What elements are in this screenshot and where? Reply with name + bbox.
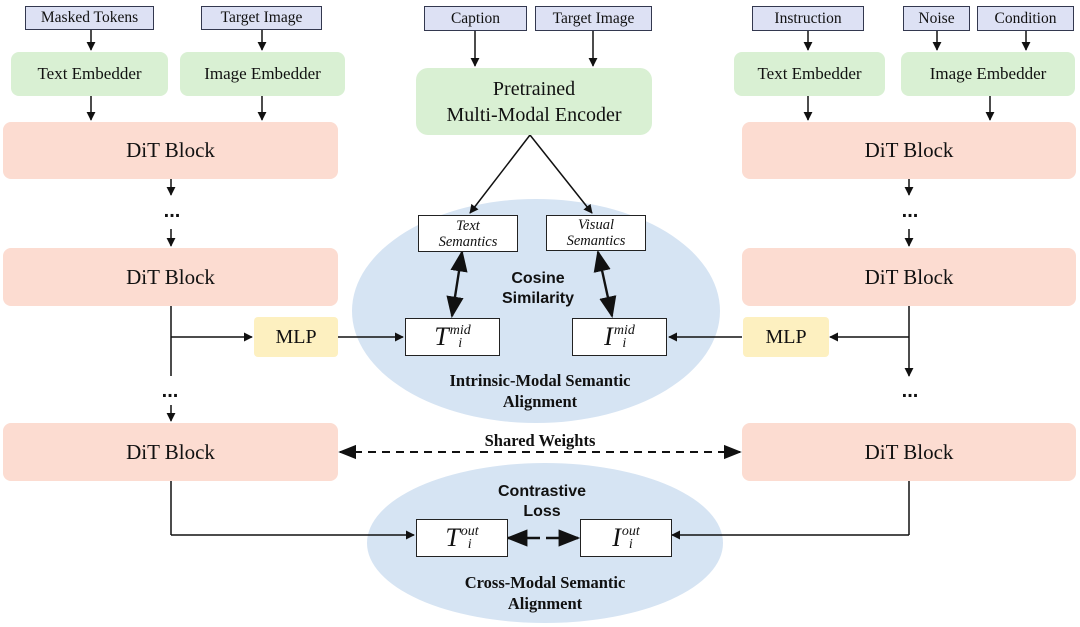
- right-dit-block-1: DiT Block: [742, 122, 1076, 179]
- visual-semantics-line-2: Semantics: [566, 233, 626, 249]
- text-semantics-line-1: Text: [456, 217, 480, 234]
- left-text-embedder: Text Embedder: [11, 52, 168, 96]
- right-ellipsis-1: ...: [901, 200, 919, 222]
- left-ellipsis-2: ...: [161, 380, 179, 402]
- shared-weights-label: Shared Weights: [484, 431, 596, 450]
- right-dit-block-3: DiT Block: [742, 423, 1076, 481]
- similarity-line: Similarity: [501, 290, 575, 307]
- intrinsic-line-2: Alignment: [502, 392, 578, 411]
- encoder-line-2: Multi-Modal Encoder: [446, 103, 622, 126]
- left-mlp: MLP: [254, 317, 338, 357]
- left-ellipsis-1: ...: [163, 200, 181, 222]
- loss-line: Loss: [523, 503, 561, 520]
- right-image-embedder: Image Embedder: [901, 52, 1075, 96]
- cosine-similarity-label: Cosine Similarity: [488, 269, 588, 309]
- text-semantics-line-2: Semantics: [438, 233, 498, 250]
- i-mid-base: I: [604, 322, 613, 351]
- intrinsic-line-1: Intrinsic-Modal Semantic: [449, 371, 631, 390]
- i-out-base: I: [612, 523, 621, 552]
- cross-alignment-label: Cross-Modal Semantic Alignment: [410, 572, 680, 614]
- t-out-base: T: [445, 523, 460, 552]
- right-ellipsis-2: ...: [901, 380, 919, 402]
- left-image-embedder: Image Embedder: [180, 52, 345, 96]
- noise-input: Noise: [903, 6, 970, 31]
- cross-line-2: Alignment: [507, 594, 583, 613]
- left-dit-block-2: DiT Block: [3, 248, 338, 306]
- visual-semantics-line-1: Visual: [578, 217, 614, 233]
- right-text-embedder: Text Embedder: [734, 52, 885, 96]
- intrinsic-alignment-label: Intrinsic-Modal Semantic Alignment: [400, 370, 680, 412]
- left-dit-block-1: DiT Block: [3, 122, 338, 179]
- visual-semantics-box: Visual Semantics: [546, 215, 646, 251]
- left-dit-block-3: DiT Block: [3, 423, 338, 481]
- contrastive-line: Contrastive: [497, 483, 587, 500]
- intrinsic-alignment-ellipse: [352, 199, 720, 423]
- left-target-image-input: Target Image: [201, 6, 322, 30]
- pretrained-multimodal-encoder: Pretrained Multi-Modal Encoder: [416, 68, 652, 135]
- encoder-line-1: Pretrained: [492, 77, 576, 100]
- cosine-line: Cosine: [511, 270, 565, 287]
- cross-alignment-ellipse: [367, 463, 723, 623]
- center-target-image-input: Target Image: [535, 6, 652, 31]
- right-mlp: MLP: [743, 317, 829, 357]
- t-mid-base: T: [434, 322, 449, 351]
- contrastive-loss-label: Contrastive Loss: [472, 482, 612, 522]
- condition-input: Condition: [977, 6, 1074, 31]
- caption-input: Caption: [424, 6, 527, 31]
- text-semantics-box: Text Semantics: [418, 215, 518, 252]
- cross-line-1: Cross-Modal Semantic: [464, 573, 626, 592]
- right-dit-block-2: DiT Block: [742, 248, 1076, 306]
- masked-tokens-input: Masked Tokens: [25, 6, 154, 30]
- instruction-input: Instruction: [752, 6, 864, 31]
